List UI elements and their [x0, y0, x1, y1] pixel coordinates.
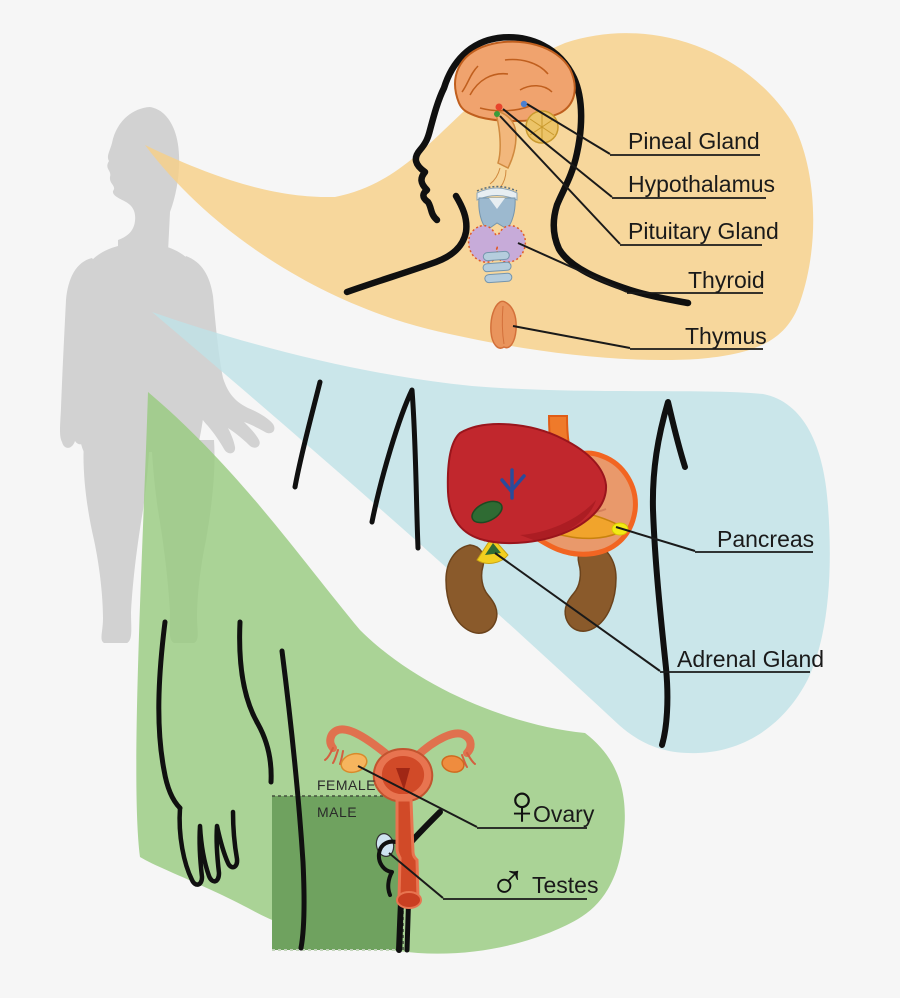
cartilage-notch [489, 198, 505, 209]
female-reproductive-illustration [324, 725, 476, 909]
female-symbol-icon: ♀ [501, 773, 543, 836]
silhouette-left-arm [60, 258, 102, 448]
thymus-lobe-line [501, 305, 505, 345]
leader-line-hypothalamus [502, 108, 613, 198]
thigh-line [279, 648, 307, 951]
thyroid-cartilage [478, 197, 516, 231]
thyroid-gland-dotted-edge [467, 224, 527, 263]
silhouette-torso [73, 246, 208, 452]
pelvis-region-highlight [136, 392, 625, 954]
vaginal-opening [396, 891, 422, 909]
thymus-illustration [490, 300, 517, 349]
head-outline [412, 34, 692, 307]
label-testes: Testes [532, 872, 598, 898]
trachea-rings [482, 250, 513, 284]
neck-shoulder-line [343, 192, 470, 296]
cerebrum [454, 40, 576, 122]
brainstem [495, 111, 517, 170]
leader-line-adrenal [494, 552, 661, 672]
male-inset-background [272, 796, 403, 950]
silhouette-head [107, 107, 180, 252]
gallbladder [471, 500, 503, 524]
fallopian-tube-right [412, 729, 475, 761]
brain-illustration [454, 40, 576, 189]
label-female-inset: FEMALE [317, 777, 376, 793]
leader-line-ovary [357, 765, 478, 828]
label-male-inset: MALE [317, 804, 357, 820]
label-pituitary-gland: Pituitary Gland [628, 218, 779, 244]
leader-lines [357, 103, 813, 900]
hand-fingers-line [177, 805, 240, 887]
label-adrenal-gland: Adrenal Gland [677, 646, 824, 672]
adrenal-left-core [485, 543, 501, 555]
label-pancreas: Pancreas [717, 526, 814, 552]
leader-line-pancreas [615, 526, 696, 552]
ovary-right [441, 755, 465, 773]
fimbriae [324, 747, 476, 768]
left-armpit-line [369, 387, 421, 551]
arm-outer-line [156, 619, 183, 811]
cerebellum-folia [529, 113, 555, 141]
left-arm-line [292, 379, 323, 490]
label-thyroid: Thyroid [688, 267, 765, 293]
hypothalamus-marker [495, 103, 503, 111]
liver-shading [520, 500, 596, 541]
leader-line-pituitary [499, 115, 621, 245]
hyoid-bone [476, 187, 518, 201]
male-inset-dashed-border [272, 795, 404, 950]
thyroid-gland [468, 225, 526, 263]
label-pineal-gland: Pineal Gland [628, 128, 760, 154]
label-ovary: Ovary [533, 801, 595, 827]
leader-line-thyroid [517, 242, 628, 293]
torso-line-art [292, 379, 688, 748]
penis-line [376, 839, 401, 897]
male-inset-panel [272, 795, 404, 951]
uterus-cavity [396, 768, 410, 790]
fallopian-tube-left [326, 725, 394, 761]
kidney-right [564, 542, 617, 632]
label-thymus: Thymus [685, 323, 767, 349]
male-symbol-icon: ♂ [489, 852, 527, 908]
pineal-gland-marker [520, 100, 528, 108]
hyoid-speckle [476, 185, 518, 192]
hip-line [237, 619, 274, 785]
silhouette-right-arm [181, 256, 275, 454]
head-line-art [343, 34, 692, 307]
kidney-left [445, 544, 498, 634]
right-side-line [649, 399, 688, 748]
gland-labels: Pineal Gland Hypothalamus Pituitary Glan… [317, 128, 824, 908]
label-hypothalamus: Hypothalamus [628, 171, 775, 197]
leader-line-testes [388, 852, 444, 899]
leader-line-thymus [512, 325, 631, 349]
pituitary-gland-marker [494, 111, 500, 117]
bile-duct [500, 468, 526, 500]
larynx-thyroid-illustration [467, 185, 527, 284]
leader-line-pineal [526, 103, 611, 155]
abdominal-organs-illustration [445, 415, 638, 634]
